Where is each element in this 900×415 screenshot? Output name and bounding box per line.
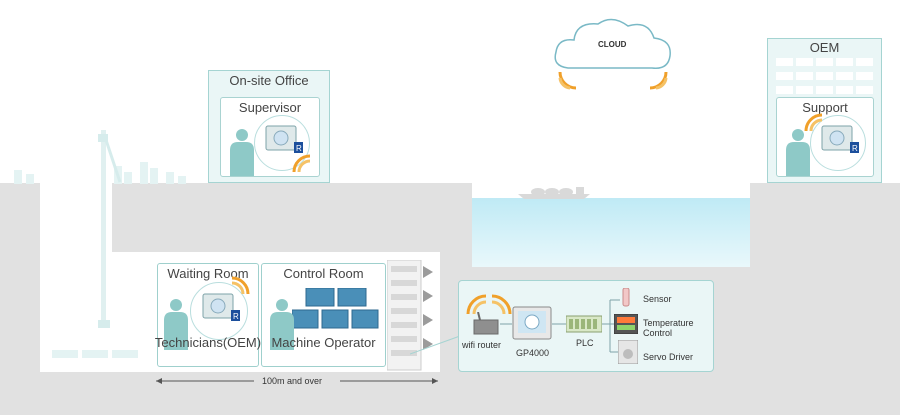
control-room-title: Control Room <box>283 266 364 281</box>
building-windows-icon <box>776 58 873 94</box>
oem-title: OEM <box>809 40 840 55</box>
servo-driver-icon <box>618 340 638 364</box>
tablet-icon: R <box>265 125 303 153</box>
drilling-rig-icon <box>98 130 122 328</box>
router-label: wifi router <box>462 340 502 350</box>
wifi-signal-icon <box>466 294 512 315</box>
cloud-icon <box>554 18 671 69</box>
control-room-caption: Machine Operator <box>271 335 376 350</box>
onsite-office-title: On-site Office <box>229 73 309 88</box>
svg-text:R: R <box>233 312 239 321</box>
pit-opening <box>40 183 112 253</box>
monitor-wall-icon <box>292 288 379 329</box>
tablet-icon: R <box>202 293 240 321</box>
waiting-room-title: Waiting Room <box>167 266 249 281</box>
distance-label: 100m and over <box>262 376 323 386</box>
rail-cars-icon <box>52 350 138 358</box>
svg-text:R: R <box>296 144 302 153</box>
plc-icon <box>566 315 602 333</box>
hmi-icon[interactable] <box>512 306 552 342</box>
supervisor-person-icon <box>230 129 254 176</box>
device-servo-label: Servo Driver <box>643 352 694 362</box>
operator-person-icon <box>270 299 294 350</box>
supervisor-title: Supervisor <box>238 100 302 115</box>
svg-text:R: R <box>852 144 858 153</box>
device-sensor-label: Sensor <box>643 294 672 304</box>
plc-label: PLC <box>576 338 594 348</box>
hmi-label: GP4000 <box>516 348 550 358</box>
waiting-room-caption: Technicians(OEM) <box>154 335 262 350</box>
wifi-signal-icon <box>649 71 668 90</box>
wifi-signal-icon <box>558 71 577 90</box>
tablet-icon: R <box>821 125 859 153</box>
sensor-icon <box>622 288 630 307</box>
distance-arrow <box>156 378 438 384</box>
wifi-signal-icon <box>804 113 823 132</box>
wifi-signal-icon <box>292 154 311 173</box>
temperature-control-icon <box>614 314 638 334</box>
device-temperature-label: Temperature Control <box>643 318 694 338</box>
technician-person-icon <box>164 299 188 350</box>
ship-icon <box>518 187 590 199</box>
support-person-icon <box>786 129 810 176</box>
router-icon <box>473 312 499 335</box>
network-lines <box>500 299 620 353</box>
cloud-label: CLOUD <box>598 40 627 49</box>
support-title: Support <box>802 100 848 115</box>
wifi-signal-icon <box>231 276 250 295</box>
connector-line <box>410 335 461 355</box>
water-surface <box>472 198 750 267</box>
